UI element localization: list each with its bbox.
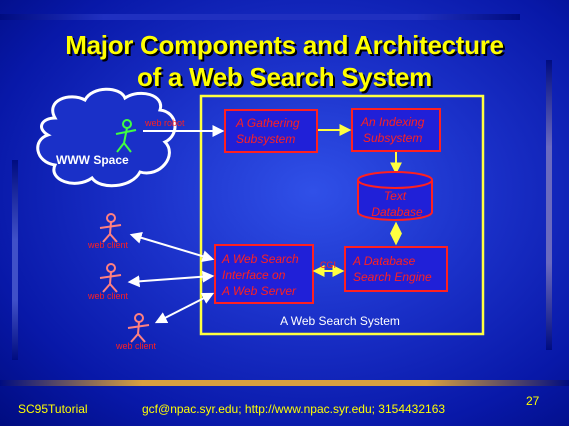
client-label-3: web client [115, 341, 157, 351]
gathering-line1: A Gathering [235, 116, 300, 130]
web-client-icon [127, 313, 150, 343]
interface-line2: Interface on [222, 268, 286, 282]
gathering-line2: Subsystem [236, 132, 295, 146]
interface-box [214, 244, 314, 304]
engine-line1: A Database [352, 254, 416, 268]
interface-line3: A Web Server [221, 284, 297, 298]
indexing-box [351, 108, 441, 152]
right-decor-bar [546, 60, 552, 350]
bottom-decor-bar [0, 380, 569, 386]
www-cloud [36, 87, 177, 188]
gathering-box [224, 109, 318, 153]
indexing-line1: An Indexing [360, 115, 425, 129]
client1-arrow [129, 232, 215, 262]
database-line1: Text [384, 189, 407, 203]
slide-title-line1: Major Components and Architecture [65, 30, 504, 60]
cgi-label: CGI [320, 260, 336, 270]
footer-left: SC95Tutorial [18, 402, 88, 416]
left-decor-bar [12, 160, 18, 360]
system-label: A Web Search System [280, 314, 400, 328]
top-decor-bar [0, 14, 520, 20]
web-robot-icon [115, 119, 137, 153]
web-client-icon [99, 213, 122, 243]
engine-box [344, 246, 448, 292]
client-label-2: web client [87, 291, 129, 301]
client3-arrow [154, 292, 215, 324]
database-cylinder [357, 171, 433, 221]
slide-title-line2: of a Web Search System [137, 62, 432, 92]
indexing-line2: Subsystem [363, 131, 422, 145]
footer-center: gcf@npac.syr.edu; http://www.npac.syr.ed… [142, 402, 446, 416]
cloud-label: WWW Space [56, 153, 129, 167]
robot-label: web robot [144, 118, 185, 128]
system-frame [199, 94, 485, 336]
client-label-1: web client [87, 240, 129, 250]
client2-arrow [127, 270, 215, 288]
page-number: 27 [526, 394, 540, 408]
interface-line1: A Web Search [221, 252, 299, 266]
engine-line2: Search Engine [353, 270, 432, 284]
web-client-icon [99, 263, 122, 293]
database-line2: Database [371, 205, 423, 219]
